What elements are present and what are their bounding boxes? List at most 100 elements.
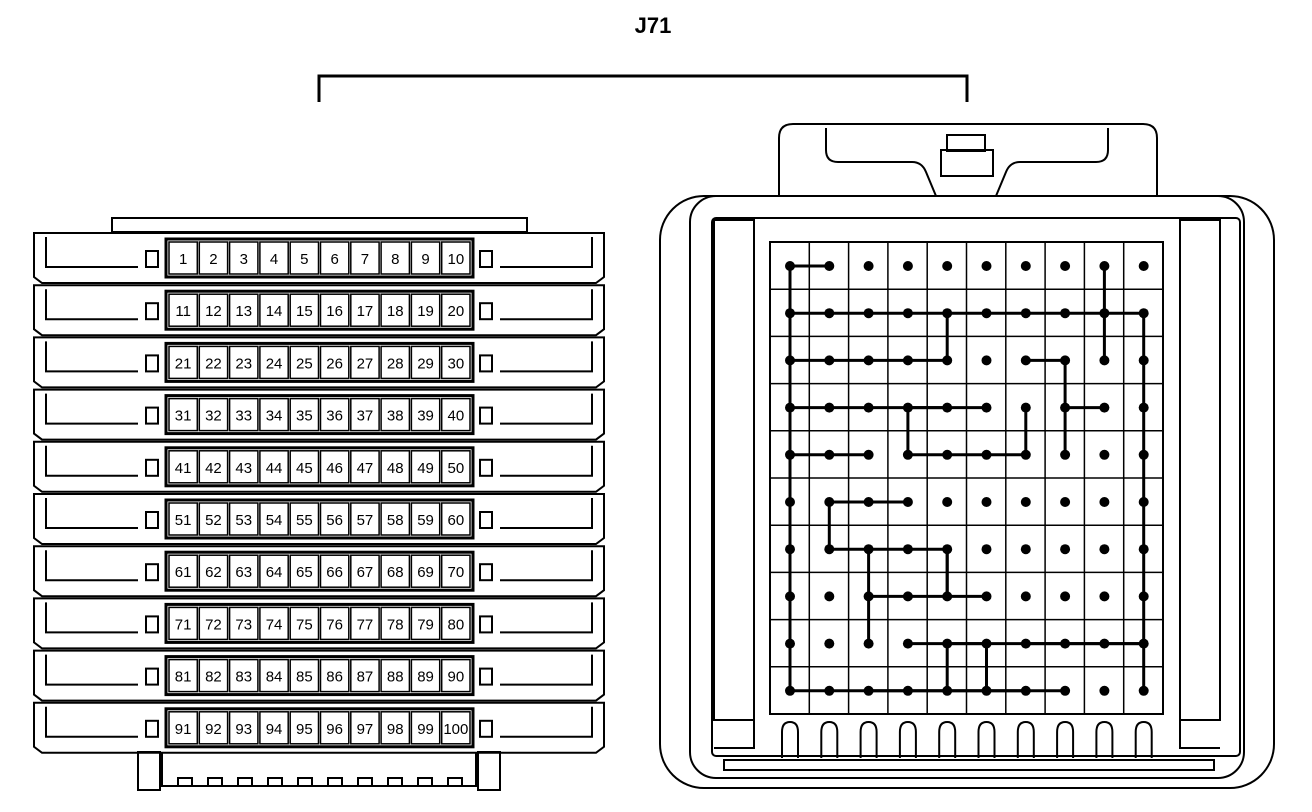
pin-dot (785, 685, 795, 696)
pin-number: 64 (266, 564, 283, 581)
pin-number: 16 (326, 303, 343, 320)
pin-dot (1099, 261, 1110, 271)
pin-dot (785, 638, 795, 649)
pin-cell (198, 711, 229, 745)
pin-dot (942, 497, 953, 507)
pin-cell (259, 450, 289, 484)
pin-dot (1060, 308, 1071, 319)
pin-dot (981, 449, 992, 460)
pin-dot (1020, 497, 1031, 507)
pin-dot (902, 497, 913, 507)
key-left (145, 667, 159, 686)
pin-dot (785, 402, 795, 413)
key-right (479, 615, 493, 634)
pin-number: 8 (391, 251, 399, 268)
pin-number: 1 (179, 251, 187, 268)
pin-dot (824, 308, 835, 319)
pin-number: 68 (387, 564, 404, 581)
pin-dot (863, 638, 874, 649)
pin-dot (824, 355, 835, 366)
pin-cell (289, 606, 320, 641)
pin-cell (259, 345, 289, 380)
pin-number: 3 (240, 251, 248, 268)
pin-number: 32 (205, 408, 222, 425)
pin-number: 45 (296, 460, 313, 477)
pin-cell (319, 397, 350, 432)
pin-cell (289, 345, 320, 380)
pin-cell (410, 554, 441, 588)
pin-dot (863, 402, 874, 413)
pin-dot (1138, 308, 1149, 319)
pin-dot (942, 449, 953, 460)
pin-cell (350, 345, 380, 380)
pin-dot (824, 591, 835, 602)
pin-cell (228, 502, 259, 536)
pin-number: 98 (387, 721, 404, 738)
key-left (145, 563, 159, 582)
pin-number: 79 (417, 616, 434, 633)
pin-number: 36 (326, 408, 343, 425)
pin-cell (410, 345, 441, 380)
pin-cell (289, 502, 320, 536)
pin-dot (981, 497, 992, 507)
pin-dot (863, 685, 874, 696)
pin-cell (410, 658, 441, 693)
pin-number: 37 (357, 408, 374, 425)
pin-number: 40 (448, 408, 465, 425)
pin-number: 80 (448, 616, 465, 633)
pin-dot (1020, 544, 1031, 555)
pin-dot (902, 638, 913, 649)
pin-cell (228, 450, 259, 484)
key-right (479, 302, 493, 321)
pin-dot (1020, 355, 1031, 366)
pin-number: 56 (326, 512, 343, 529)
pin-number: 90 (448, 669, 465, 686)
pin-cell (319, 658, 350, 693)
pin-cell (228, 711, 259, 745)
pin-cell (350, 241, 380, 275)
pin-dot (785, 355, 795, 366)
pin-cell (168, 450, 199, 484)
pin-dot (863, 355, 874, 366)
pin-cell (319, 450, 350, 484)
pin-number: 41 (175, 460, 192, 477)
pin-dot (1020, 685, 1031, 696)
pin-number: 30 (448, 355, 465, 372)
pin-dot (824, 544, 835, 555)
pin-cell (289, 658, 320, 693)
pin-number: 99 (417, 721, 434, 738)
pin-number: 13 (235, 303, 252, 320)
pin-dot (902, 402, 913, 413)
pin-dot (1099, 591, 1110, 602)
pin-dot (824, 638, 835, 649)
pin-dot (863, 544, 874, 555)
pin-cell (168, 554, 199, 588)
pin-cell (168, 397, 199, 432)
pin-cell (289, 554, 320, 588)
pin-cell (228, 241, 259, 275)
pin-number: 58 (387, 512, 404, 529)
pin-number: 94 (266, 721, 283, 738)
pin-cell (198, 241, 229, 275)
pin-dot (863, 449, 874, 460)
pin-number: 23 (235, 355, 252, 372)
pin-number: 89 (417, 669, 434, 686)
key-right (479, 250, 493, 268)
pin-dot (824, 685, 835, 696)
pin-dot (1099, 402, 1110, 413)
pin-cell (440, 554, 471, 588)
pin-cell (410, 450, 441, 484)
pin-number: 47 (357, 460, 374, 477)
pin-number: 66 (326, 564, 343, 581)
pin-cell (228, 658, 259, 693)
pin-number: 34 (266, 408, 283, 425)
pin-dot (1060, 638, 1071, 649)
pin-cell (380, 502, 411, 536)
pin-dot (902, 449, 913, 460)
pin-number: 38 (387, 408, 404, 425)
pin-number: 28 (387, 355, 404, 372)
pin-number: 75 (296, 616, 313, 633)
pin-dot (785, 261, 795, 271)
key-left (145, 354, 159, 373)
pin-number: 18 (387, 303, 404, 320)
